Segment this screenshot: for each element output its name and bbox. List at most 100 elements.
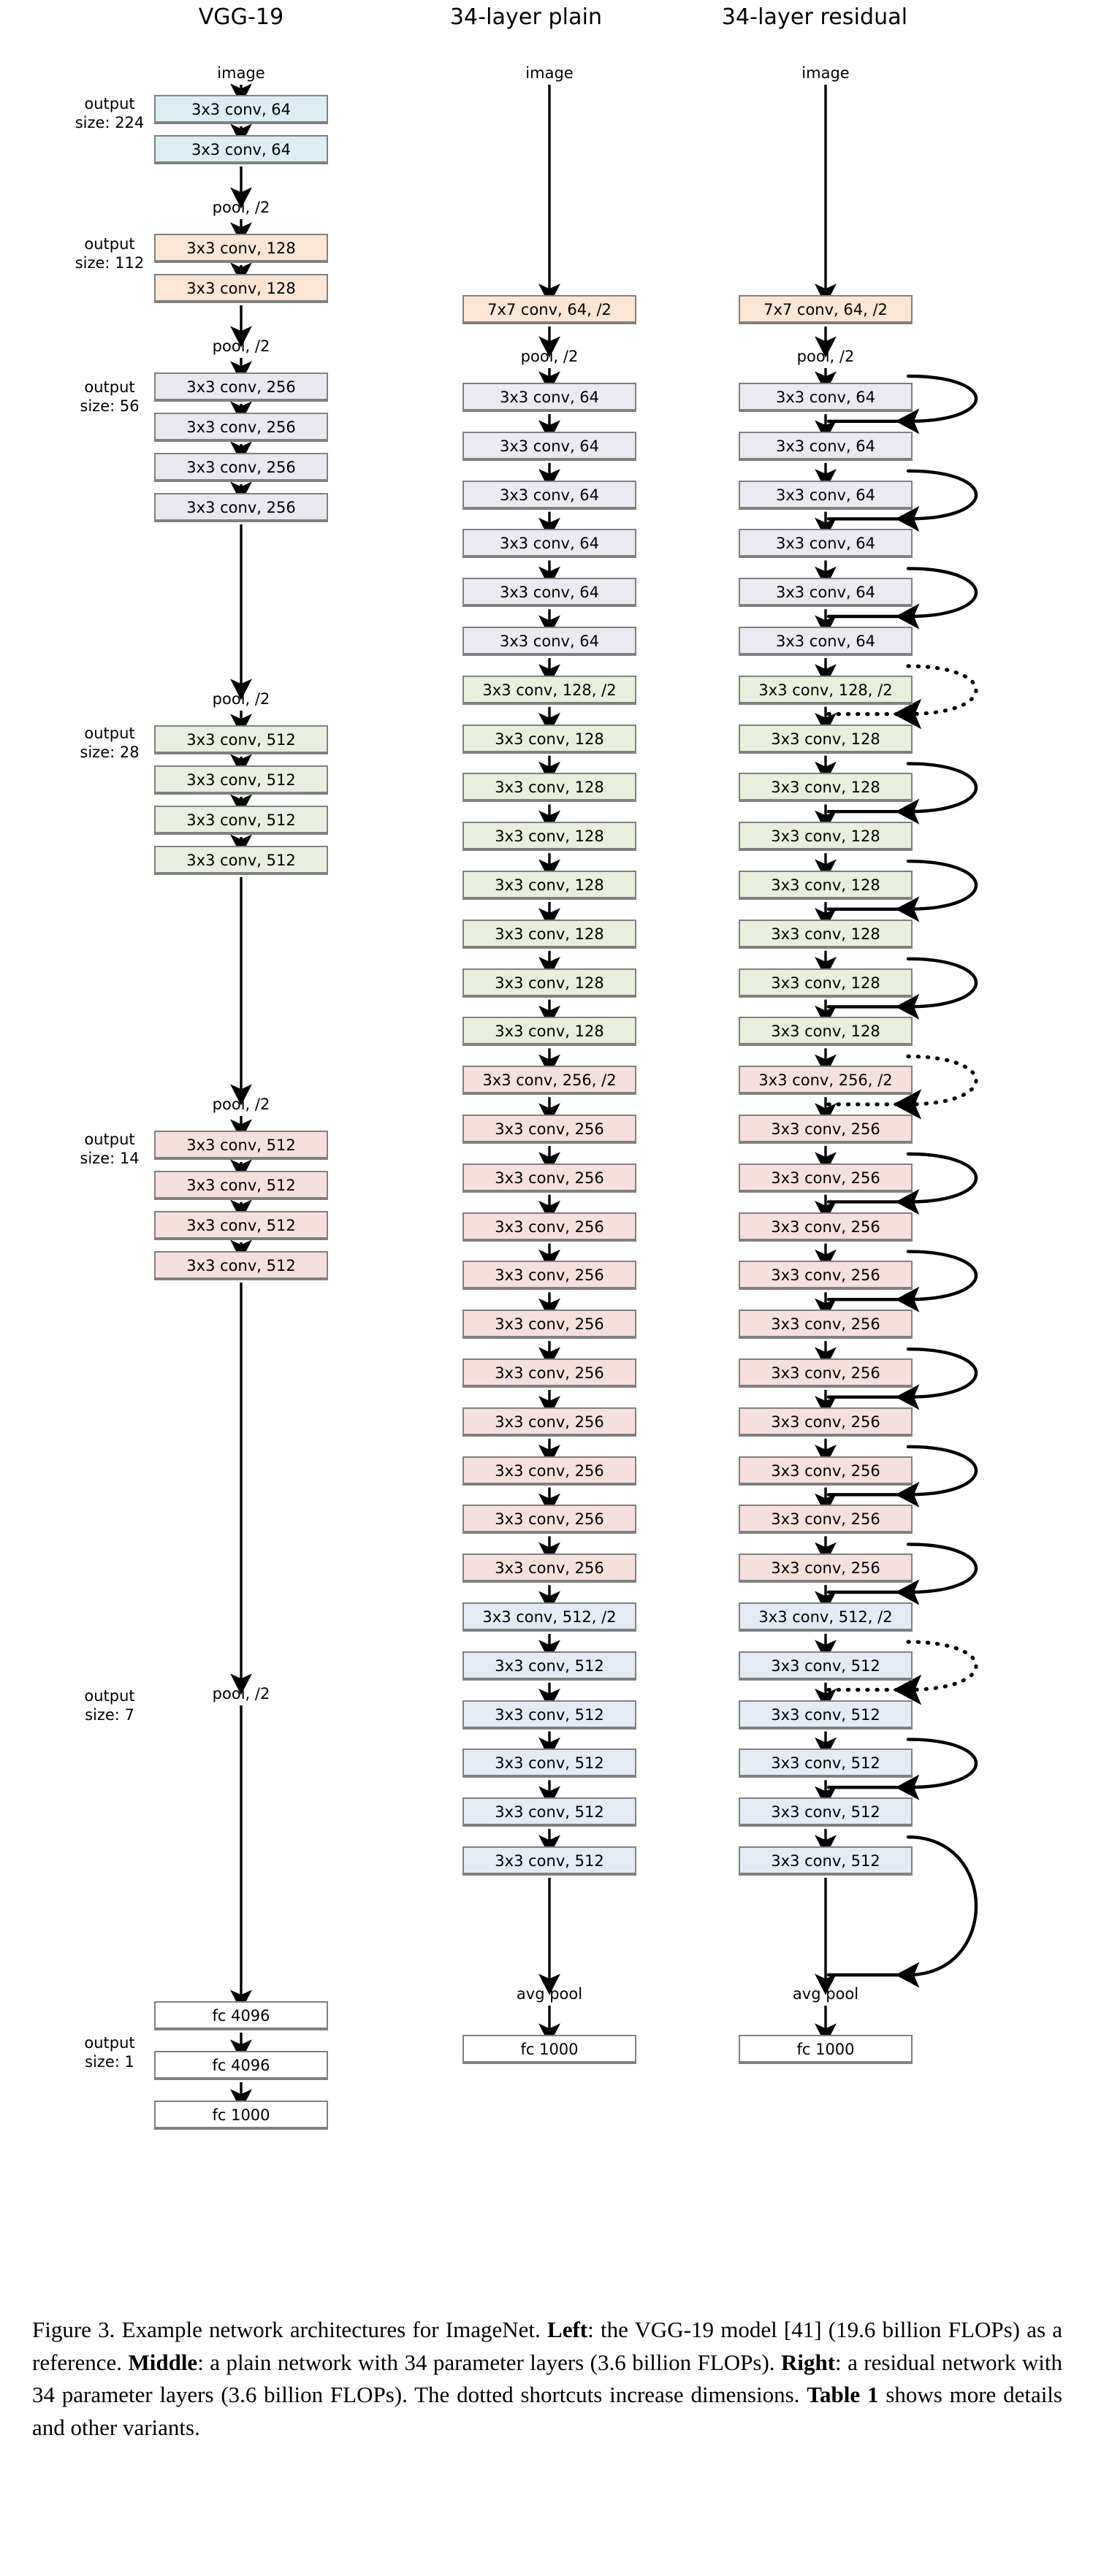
layer-label: avg pool — [792, 1985, 859, 2003]
layer-box[interactable]: 3x3 conv, 128 — [462, 724, 636, 754]
layer-box[interactable]: 3x3 conv, 64 — [462, 627, 636, 656]
output-size-7-line2: size: 7 — [85, 1705, 134, 1724]
column-title-vgg19: VGG-19 — [198, 4, 284, 30]
layer-box[interactable]: 3x3 conv, 64 — [462, 529, 636, 559]
layer-box[interactable]: 3x3 conv, 256 — [154, 453, 328, 482]
layer-box[interactable]: 3x3 conv, 256, /2 — [462, 1066, 636, 1096]
layer-box[interactable]: 3x3 conv, 512 — [154, 1131, 328, 1160]
layer-box[interactable]: 3x3 conv, 64 — [154, 135, 328, 164]
layer-box[interactable]: 3x3 conv, 256 — [739, 1261, 913, 1291]
layer-box[interactable]: 3x3 conv, 256 — [739, 1115, 913, 1144]
output-size-14: output size: 14 — [44, 1131, 175, 1168]
layer-box[interactable]: 3x3 conv, 256 — [739, 1456, 913, 1486]
layer-box[interactable]: 3x3 conv, 128 — [739, 919, 913, 949]
output-size-56-line1: output — [84, 378, 135, 396]
layer-box[interactable]: 7x7 conv, 64, /2 — [739, 295, 913, 324]
layer-box[interactable]: 3x3 conv, 64 — [739, 529, 913, 559]
layer-box[interactable]: 3x3 conv, 64 — [739, 431, 913, 461]
layer-box[interactable]: fc 1000 — [739, 2035, 913, 2064]
layer-box[interactable]: fc 1000 — [462, 2035, 636, 2064]
layer-box[interactable]: 3x3 conv, 128 — [739, 968, 913, 998]
layer-box[interactable]: 3x3 conv, 256 — [462, 1456, 636, 1486]
layer-box[interactable]: 3x3 conv, 512 — [154, 806, 328, 835]
layer-box[interactable]: 3x3 conv, 512 — [739, 1700, 913, 1730]
layer-box[interactable]: 3x3 conv, 256 — [462, 1505, 636, 1534]
layer-box[interactable]: 3x3 conv, 64 — [739, 578, 913, 608]
layer-box[interactable]: 3x3 conv, 128 — [462, 871, 636, 900]
layer-box[interactable]: 3x3 conv, 128 — [739, 773, 913, 803]
layer-box[interactable]: fc 4096 — [154, 2001, 328, 2030]
layer-box[interactable]: 3x3 conv, 128 — [739, 724, 913, 754]
layer-box[interactable]: 3x3 conv, 128 — [462, 968, 636, 998]
layer-box[interactable]: fc 1000 — [154, 2101, 328, 2130]
layer-box[interactable]: 3x3 conv, 256 — [739, 1310, 913, 1339]
layer-box[interactable]: 3x3 conv, 256 — [154, 413, 328, 442]
layer-box[interactable]: 3x3 conv, 64 — [739, 383, 913, 412]
layer-label: avg pool — [516, 1985, 583, 2003]
layer-box[interactable]: 3x3 conv, 64 — [462, 480, 636, 510]
layer-box[interactable]: 3x3 conv, 64 — [462, 431, 636, 461]
layer-box[interactable]: 3x3 conv, 512 — [739, 1651, 913, 1681]
layer-box[interactable]: 3x3 conv, 512, /2 — [739, 1602, 913, 1632]
layer-box[interactable]: 3x3 conv, 512 — [462, 1797, 636, 1827]
layer-box[interactable]: 3x3 conv, 512 — [154, 1251, 328, 1280]
layer-box[interactable]: 3x3 conv, 128 — [154, 234, 328, 263]
layer-box[interactable]: 3x3 conv, 128 — [154, 274, 328, 303]
layer-box[interactable]: 3x3 conv, 256 — [462, 1261, 636, 1291]
layer-box[interactable]: 3x3 conv, 256 — [462, 1310, 636, 1339]
layer-box[interactable]: 3x3 conv, 64 — [462, 383, 636, 412]
output-size-112: output size: 112 — [44, 235, 175, 272]
layer-box[interactable]: 3x3 conv, 256 — [462, 1115, 636, 1144]
layer-box[interactable]: 3x3 conv, 256 — [739, 1163, 913, 1193]
output-size-28-line2: size: 28 — [80, 743, 140, 761]
caption-emphasis: Table 1 — [807, 2382, 879, 2408]
caption-text: : the VGG-19 model [41] (19.6 billion FL… — [32, 2317, 1063, 2375]
layer-box[interactable]: 3x3 conv, 512 — [154, 765, 328, 795]
layer-box[interactable]: 3x3 conv, 512 — [154, 846, 328, 875]
layer-box[interactable]: 3x3 conv, 128 — [739, 1017, 913, 1047]
layer-box[interactable]: 3x3 conv, 256 — [154, 493, 328, 522]
layer-box[interactable]: 3x3 conv, 512 — [154, 1211, 328, 1240]
layer-box[interactable]: 3x3 conv, 256 — [739, 1505, 913, 1534]
layer-box[interactable]: 3x3 conv, 128 — [462, 773, 636, 803]
layer-box[interactable]: fc 4096 — [154, 2051, 328, 2080]
layer-box[interactable]: 3x3 conv, 256 — [462, 1212, 636, 1242]
layer-box[interactable]: 3x3 conv, 256 — [739, 1553, 913, 1583]
layer-box[interactable]: 3x3 conv, 128 — [739, 871, 913, 900]
layer-box[interactable]: 3x3 conv, 512 — [739, 1846, 913, 1876]
layer-box[interactable]: 3x3 conv, 128 — [739, 822, 913, 852]
residual-shortcut-solid — [895, 1543, 978, 1605]
layer-box[interactable]: 3x3 conv, 512, /2 — [462, 1602, 636, 1632]
output-size-56: output size: 56 — [44, 378, 175, 416]
layer-box[interactable]: 3x3 conv, 256 — [462, 1358, 636, 1388]
layer-box[interactable]: 3x3 conv, 512 — [462, 1700, 636, 1730]
layer-box[interactable]: 3x3 conv, 256 — [739, 1407, 913, 1437]
layer-box[interactable]: 3x3 conv, 512 — [739, 1748, 913, 1778]
layer-box[interactable]: 3x3 conv, 128 — [462, 822, 636, 852]
layer-box[interactable]: 3x3 conv, 256 — [462, 1553, 636, 1583]
layer-box[interactable]: 3x3 conv, 256 — [462, 1163, 636, 1193]
layer-box[interactable]: 3x3 conv, 512 — [154, 725, 328, 754]
layer-box[interactable]: 3x3 conv, 256, /2 — [739, 1066, 913, 1096]
layer-box[interactable]: 3x3 conv, 512 — [462, 1651, 636, 1681]
layer-box[interactable]: 3x3 conv, 512 — [462, 1846, 636, 1876]
caption-text: shows more details and other variants. — [32, 2382, 1062, 2440]
layer-label: pool, /2 — [212, 199, 270, 216]
layer-box[interactable]: 3x3 conv, 128, /2 — [739, 675, 913, 705]
layer-box[interactable]: 3x3 conv, 64 — [739, 627, 913, 656]
layer-box[interactable]: 3x3 conv, 128, /2 — [462, 675, 636, 705]
layer-box[interactable]: 3x3 conv, 128 — [462, 1017, 636, 1047]
layer-box[interactable]: 3x3 conv, 512 — [739, 1797, 913, 1827]
layer-box[interactable]: 3x3 conv, 64 — [739, 480, 913, 510]
layer-box[interactable]: 3x3 conv, 64 — [154, 95, 328, 124]
layer-box[interactable]: 3x3 conv, 256 — [739, 1212, 913, 1242]
layer-box[interactable]: 3x3 conv, 256 — [462, 1407, 636, 1437]
layer-box[interactable]: 3x3 conv, 512 — [154, 1171, 328, 1200]
column-title-plain34: 34-layer plain — [449, 4, 603, 30]
layer-box[interactable]: 7x7 conv, 64, /2 — [462, 295, 636, 324]
layer-box[interactable]: 3x3 conv, 256 — [739, 1358, 913, 1388]
layer-box[interactable]: 3x3 conv, 512 — [462, 1748, 636, 1778]
layer-box[interactable]: 3x3 conv, 128 — [462, 919, 636, 949]
layer-box[interactable]: 3x3 conv, 256 — [154, 372, 328, 402]
layer-box[interactable]: 3x3 conv, 64 — [462, 578, 636, 608]
